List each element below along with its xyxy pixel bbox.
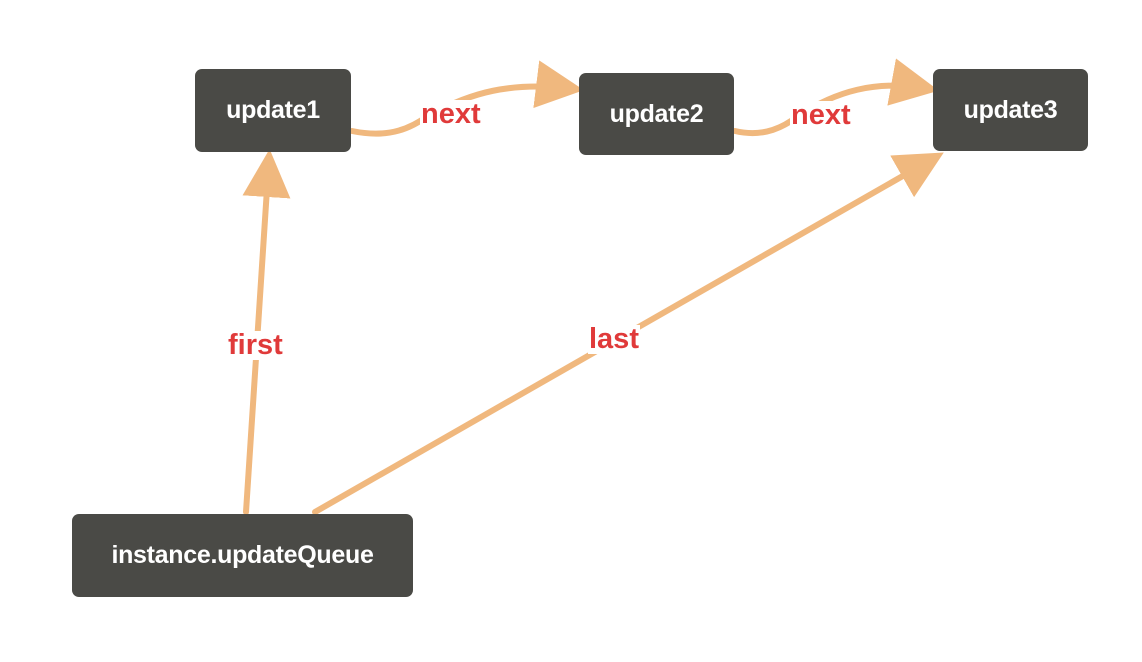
- node-instance-update-queue[interactable]: instance.updateQueue: [72, 514, 413, 597]
- node-update3[interactable]: update3: [933, 69, 1088, 151]
- node-update2[interactable]: update2: [579, 73, 734, 155]
- edge-label-last: last: [588, 323, 640, 355]
- edge-label-first: first: [227, 329, 284, 361]
- edge-label-update2-next: next: [790, 99, 852, 131]
- edge-label-update1-next: next: [420, 98, 482, 130]
- node-update1[interactable]: update1: [195, 69, 351, 152]
